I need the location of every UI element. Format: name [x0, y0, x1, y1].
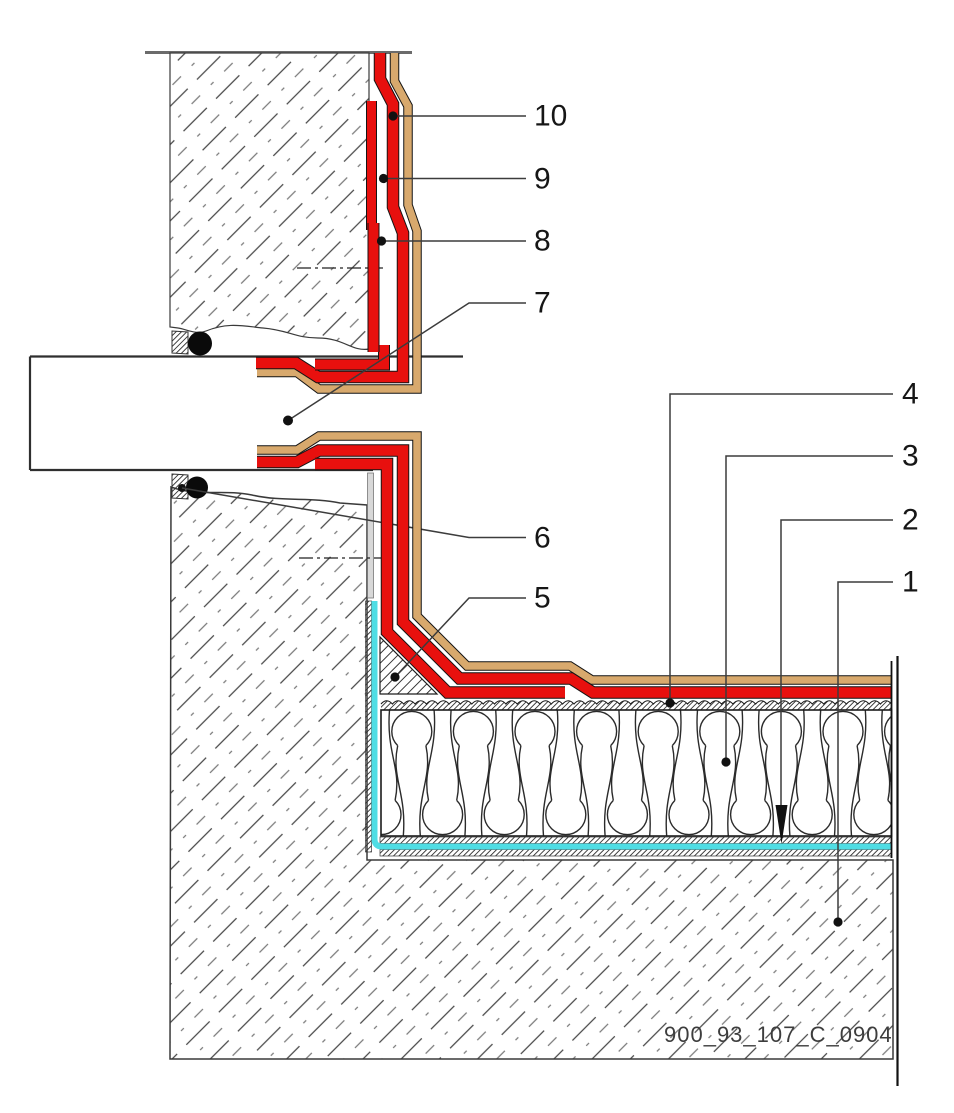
lower-joint-seal [171, 473, 208, 500]
membrane-ply-upper-2 [315, 345, 389, 370]
wall-face-render-strip [367, 472, 374, 599]
backer-rod-seal [188, 331, 212, 356]
callout-leader-7 [283, 302, 526, 426]
callout-numbers: 10 9 8 7 6 5 4 3 2 1 [534, 100, 919, 615]
callout-leaders [283, 111, 893, 927]
callout-number-4: 4 [902, 378, 919, 411]
insulation-layer [380, 709, 893, 837]
callout-number-9: 9 [534, 163, 551, 196]
callout-number-6: 6 [534, 522, 551, 555]
callout-leader-10 [388, 111, 526, 121]
callout-number-2: 2 [902, 504, 919, 537]
callout-leader-9 [378, 173, 526, 184]
joint-filler-strip [171, 330, 189, 355]
callout-number-3: 3 [902, 440, 919, 473]
cyan-barrier-layer [371, 601, 892, 850]
upper-wall [169, 52, 383, 350]
separation-fleece-layer [380, 700, 892, 710]
arrow-head-icon [775, 805, 788, 844]
callout-number-5: 5 [534, 582, 551, 615]
callout-number-8: 8 [534, 225, 551, 258]
callout-leader-3 [721, 455, 893, 767]
callout-leader-2 [775, 519, 893, 844]
callout-leader-4 [665, 393, 893, 708]
backer-rod-seal [186, 476, 208, 499]
callout-number-1: 1 [902, 566, 919, 599]
lower-structure: 900_93_107_C_0904 [169, 472, 894, 1060]
callout-leader-5 [390, 597, 526, 682]
drawing-number: 900_93_107_C_0904 [664, 1022, 893, 1047]
callout-number-7: 7 [534, 287, 551, 320]
callout-leader-1 [833, 581, 893, 927]
membrane-ply-lower-2 [315, 458, 565, 698]
protection-layer-lower [257, 432, 892, 684]
upper-joint-seal [171, 330, 212, 356]
waterproofing-membranes [256, 53, 892, 699]
callout-leader-6 [178, 484, 526, 539]
callout-leader-8 [376, 236, 526, 246]
membrane-ply-upper-1 [256, 53, 409, 383]
protection-layer-upper [257, 53, 421, 393]
membrane-ply-lower-1 [257, 445, 892, 698]
callout-number-10: 10 [534, 100, 567, 133]
